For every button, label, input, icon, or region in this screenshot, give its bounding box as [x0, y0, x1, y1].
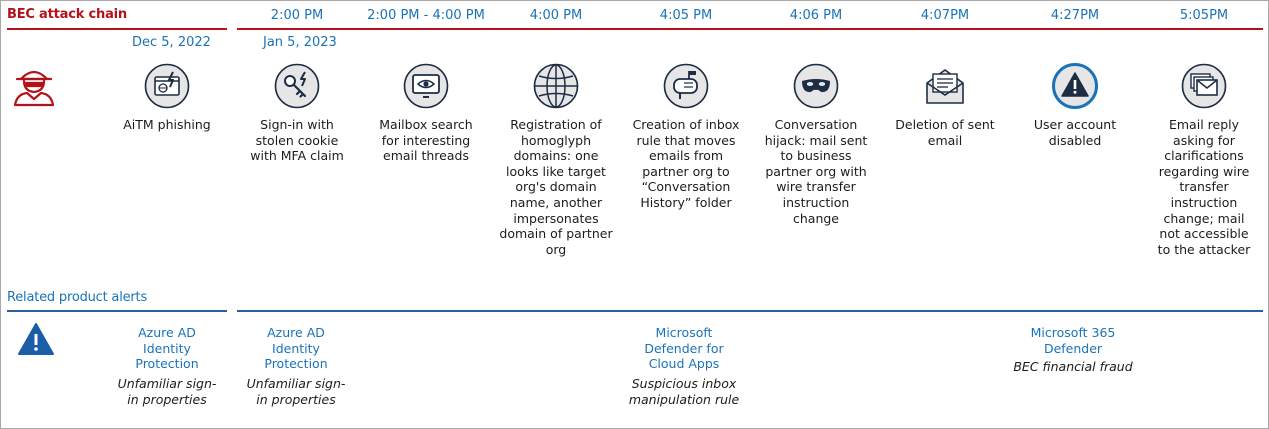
alert-name: Unfamiliar sign-in properties — [246, 376, 346, 407]
step-label: AiTM phishing — [123, 117, 211, 132]
step-label: Creation of inbox rule that moves emails… — [632, 117, 740, 210]
step-time: 4:00 PM — [529, 8, 583, 23]
date-label: Jan 5, 2023 — [263, 35, 337, 50]
alert-name: Suspicious inbox manipulation rule — [628, 376, 740, 407]
step-label: User account disabled — [1033, 117, 1117, 148]
globe-icon — [533, 63, 579, 109]
step-label: Conversation hijack: mail sent to busine… — [764, 117, 868, 226]
hacker-icon — [11, 63, 57, 109]
step-time: 4:27PM — [1050, 8, 1100, 23]
alerts-divider-right — [237, 310, 1263, 312]
attack-chain-divider-right — [237, 28, 1263, 30]
step-time: 2:00 PM - 4:00 PM — [367, 8, 485, 23]
alert-name: Unfamiliar sign-in properties — [117, 376, 217, 407]
date-label: Dec 5, 2022 — [132, 35, 211, 50]
alert-name: BEC financial fraud — [1013, 359, 1133, 374]
alerts-divider-left — [7, 310, 227, 312]
mask-icon — [793, 63, 839, 109]
stolen-cookie-key-icon — [274, 63, 320, 109]
mailbox-rule-icon — [663, 63, 709, 109]
step-label: Email reply asking for clarifications re… — [1157, 117, 1251, 257]
alert-product: Microsoft Defender for Cloud Apps — [644, 325, 724, 372]
email-stack-icon — [1181, 63, 1227, 109]
step-time: 4:06 PM — [789, 8, 843, 23]
step-label: Registration of homoglyph domains: one l… — [499, 117, 613, 257]
step-time: 4:07PM — [920, 8, 970, 23]
step-time: 5:05PM — [1179, 8, 1229, 23]
step-time: 4:05 PM — [659, 8, 713, 23]
related-alerts-title: Related product alerts — [7, 290, 148, 305]
alert-product: Azure AD Identity Protection — [135, 325, 199, 372]
warning-circle-icon — [1052, 63, 1098, 109]
alert-product: Azure AD Identity Protection — [264, 325, 328, 372]
alert-product: Microsoft 365 Defender — [1030, 325, 1116, 356]
attack-chain-title: BEC attack chain — [7, 7, 127, 22]
step-label: Deletion of sent email — [895, 117, 995, 148]
step-time: 2:00 PM — [270, 8, 324, 23]
warning-triangle-icon — [17, 322, 55, 356]
attack-chain-divider-left — [7, 28, 227, 30]
open-envelope-icon — [922, 63, 968, 109]
step-label: Mailbox search for interesting email thr… — [379, 117, 473, 164]
step-label: Sign-in with stolen cookie with MFA clai… — [250, 117, 344, 164]
mailbox-search-icon — [403, 63, 449, 109]
aitm-phishing-icon — [144, 63, 190, 109]
